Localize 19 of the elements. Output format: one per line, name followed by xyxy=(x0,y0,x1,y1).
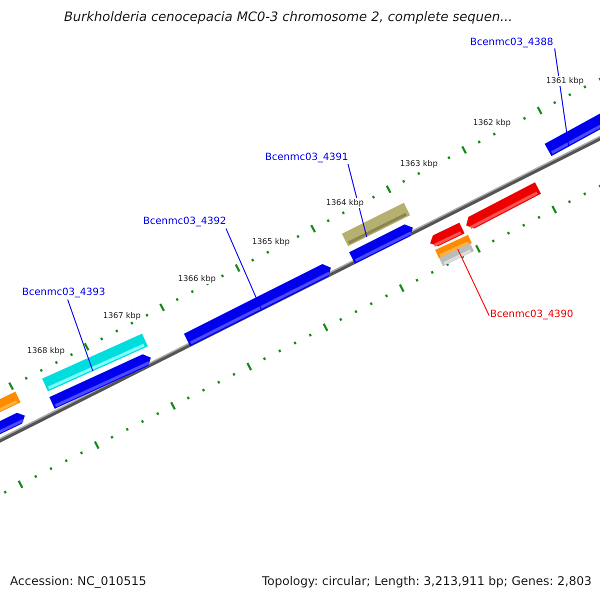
footer-text: Accession: NC_010515 xyxy=(10,574,146,588)
gene-feature xyxy=(439,242,474,266)
leader-line xyxy=(348,164,368,238)
leader-line xyxy=(457,248,490,316)
position-label: 1368 kbp xyxy=(27,346,65,356)
leader-line xyxy=(554,48,570,148)
gene-label: Bcenmc03_4392 xyxy=(143,216,226,228)
gene-label: Bcenmc03_4391 xyxy=(265,152,348,164)
leader-line xyxy=(67,299,94,372)
gene-label: Bcenmc03_4393 xyxy=(22,287,106,299)
position-label: 1364 kbp xyxy=(326,198,364,208)
title: Burkholderia cenocepacia MC0-3 chromosome 2, complete sequen... xyxy=(64,10,512,26)
position-label: 1362 kbp xyxy=(473,118,511,128)
position-label: 1363 kbp xyxy=(400,159,438,169)
gene-label: Bcenmc03_4390 xyxy=(490,309,574,321)
position-label: 1366 kbp xyxy=(178,274,216,284)
gene-label: Bcenmc03_4388 xyxy=(470,37,554,49)
footer-text: Topology: circular; Length: 3,213,911 bp; Genes: 2,803 xyxy=(262,574,592,588)
leader-line xyxy=(226,228,262,311)
